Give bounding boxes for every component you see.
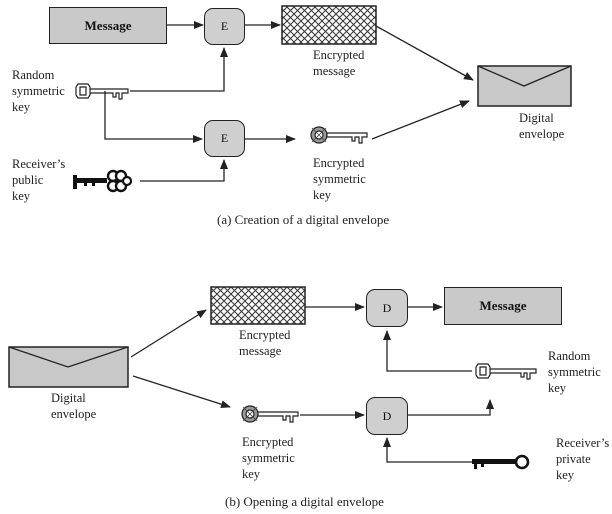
message-box-a: Message xyxy=(49,7,167,44)
digital-envelope-label-a: Digital envelope xyxy=(519,111,565,141)
encrypted-message-label-a: Encrypted message xyxy=(313,48,365,78)
random-symmetric-key-label-b: Random symmetric key xyxy=(548,349,601,395)
encrypt-operation-1-label: E xyxy=(220,19,229,33)
digital-envelope-b xyxy=(8,346,129,388)
encrypt-operation-1: E xyxy=(204,8,245,45)
encrypt-operation-2: E xyxy=(204,120,245,157)
arrows-part-b xyxy=(130,303,494,463)
random-symmetric-key-label-a: Random symmetric key xyxy=(12,68,65,114)
message-box-b-label: Message xyxy=(479,298,527,313)
encrypted-message-label-b: Encrypted message xyxy=(239,328,291,358)
caption-b: (b) Opening a digital envelope xyxy=(225,494,384,509)
receiver-private-key-label: Receiver’s private key xyxy=(556,436,610,482)
message-box-b: Message xyxy=(444,287,562,325)
encrypted-symmetric-key-label-b: Encrypted symmetric key xyxy=(242,435,295,481)
encrypted-symmetric-key-label-a: Encrypted symmetric key xyxy=(313,156,366,202)
decrypt-operation-2: D xyxy=(366,397,408,435)
encrypted-symmetric-key-icon-a xyxy=(310,126,368,144)
decrypt-operation-1-label: D xyxy=(382,300,392,315)
random-symmetric-key-icon-a xyxy=(75,83,129,100)
receiver-public-key-icon xyxy=(73,169,133,193)
encrypted-message-block-a xyxy=(281,5,377,45)
message-box-a-label: Message xyxy=(84,17,132,33)
encrypted-message-block-b xyxy=(210,286,306,325)
encrypted-symmetric-key-icon-b xyxy=(241,405,299,423)
decrypt-operation-1: D xyxy=(366,289,408,327)
digital-envelope-a xyxy=(477,65,572,107)
decrypt-operation-2-label: D xyxy=(382,408,392,423)
receiver-public-key-label: Receiver’s public key xyxy=(12,157,66,203)
receiver-private-key-icon xyxy=(472,454,530,470)
encrypt-operation-2-label: E xyxy=(220,131,229,145)
arrows-part-a xyxy=(104,21,474,182)
caption-a: (a) Creation of a digital envelope xyxy=(217,212,390,227)
digital-envelope-label-b: Digital envelope xyxy=(51,391,97,421)
random-symmetric-key-icon-b xyxy=(475,363,537,380)
